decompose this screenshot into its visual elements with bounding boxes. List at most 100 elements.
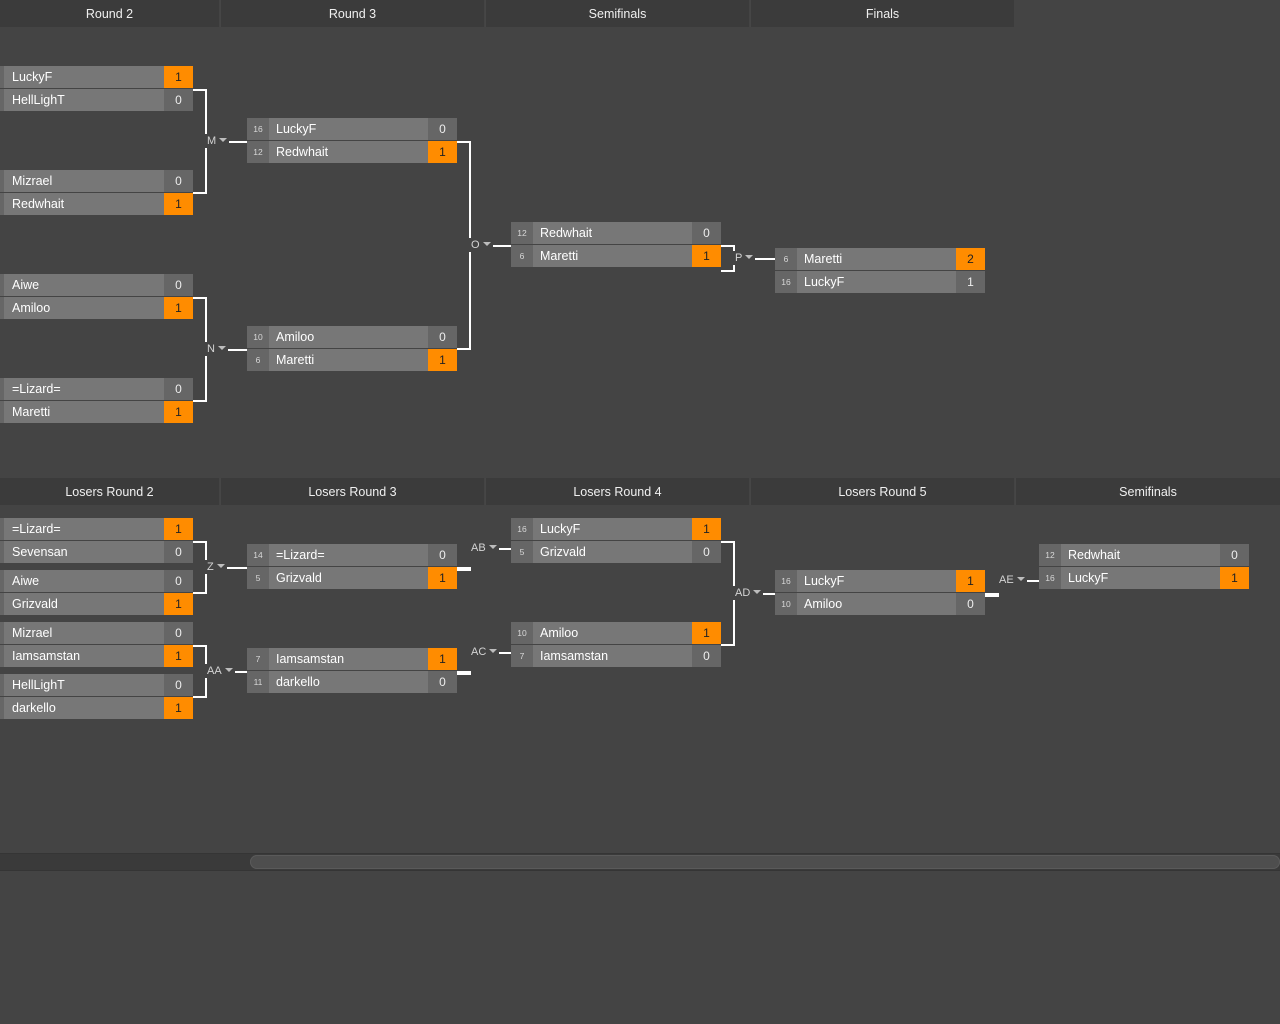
row-accent bbox=[0, 674, 4, 696]
score-box: 1 bbox=[1220, 567, 1249, 589]
participant-row[interactable]: 14=Lizard=0 bbox=[247, 544, 457, 566]
participant-name: Amiloo bbox=[276, 330, 315, 344]
score-box: 1 bbox=[956, 271, 985, 293]
match-label[interactable]: AA bbox=[205, 664, 235, 678]
match-id: AA bbox=[207, 665, 222, 677]
seed-number: 10 bbox=[247, 326, 269, 348]
score-box: 0 bbox=[164, 674, 193, 696]
participant-name: =Lizard= bbox=[12, 382, 61, 396]
score-box: 0 bbox=[956, 593, 985, 615]
score-box: 0 bbox=[428, 671, 457, 693]
chevron-down-icon[interactable] bbox=[753, 590, 762, 594]
participant-name: Grizvald bbox=[540, 545, 586, 559]
match-label[interactable]: M bbox=[205, 134, 230, 148]
seed-number: 10 bbox=[511, 622, 533, 644]
chevron-down-icon[interactable] bbox=[488, 545, 497, 549]
round-header: Losers Round 4 bbox=[485, 478, 749, 505]
match-id: AE bbox=[999, 574, 1014, 586]
match-label[interactable]: AC bbox=[469, 645, 500, 659]
participant-name: Amiloo bbox=[804, 597, 843, 611]
match-label[interactable]: N bbox=[205, 342, 228, 356]
seed-number: 7 bbox=[247, 648, 269, 670]
score-box: 1 bbox=[164, 401, 193, 423]
participant-name: darkello bbox=[276, 675, 320, 689]
row-accent bbox=[0, 193, 4, 215]
seed-number: 16 bbox=[247, 118, 269, 140]
participant-name: HellLighT bbox=[12, 678, 65, 692]
chevron-down-icon[interactable] bbox=[224, 668, 233, 672]
participant-row[interactable]: =Lizard=1 bbox=[0, 518, 193, 540]
score-box: 1 bbox=[692, 622, 721, 644]
row-accent bbox=[0, 645, 4, 667]
chevron-down-icon[interactable] bbox=[216, 564, 225, 568]
participant-name: Maretti bbox=[276, 353, 315, 367]
seed-number: 16 bbox=[775, 570, 797, 592]
scrollbar-thumb[interactable] bbox=[250, 855, 1280, 869]
row-accent bbox=[0, 401, 4, 423]
round-header: Losers Round 5 bbox=[750, 478, 1014, 505]
match-label[interactable]: O bbox=[469, 238, 493, 252]
seed-number: 10 bbox=[775, 593, 797, 615]
chevron-down-icon[interactable] bbox=[482, 242, 491, 246]
participant-row[interactable]: =Lizard=0 bbox=[0, 378, 193, 400]
participant-row[interactable]: 10 Amiloo 0 bbox=[775, 593, 985, 615]
match-label[interactable]: AD bbox=[733, 586, 764, 600]
participant-row[interactable]: HellLighT 0 bbox=[0, 89, 193, 111]
chevron-down-icon[interactable] bbox=[489, 649, 498, 653]
participant-row[interactable]: 10 Amiloo 0 bbox=[247, 326, 457, 348]
score-box: 0 bbox=[164, 570, 193, 592]
score-box: 1 bbox=[164, 593, 193, 615]
match-label[interactable]: AB bbox=[469, 541, 499, 555]
chevron-down-icon[interactable] bbox=[745, 255, 754, 259]
score-box: 0 bbox=[164, 89, 193, 111]
seed-number: 16 bbox=[511, 518, 533, 540]
match-id: N bbox=[207, 343, 215, 355]
match-label[interactable]: AE bbox=[997, 573, 1027, 587]
row-accent bbox=[0, 622, 4, 644]
row-accent bbox=[0, 274, 4, 296]
participant-row[interactable]: HellLighT 0 bbox=[0, 674, 193, 696]
score-box: 0 bbox=[164, 541, 193, 563]
seed-number: 16 bbox=[1039, 567, 1061, 589]
chevron-down-icon[interactable] bbox=[1016, 577, 1025, 581]
match-label[interactable]: P bbox=[733, 251, 756, 265]
participant-name: HellLighT bbox=[12, 93, 65, 107]
chevron-down-icon[interactable] bbox=[217, 346, 226, 350]
round-header: Round 3 bbox=[220, 0, 484, 27]
seed-number: 7 bbox=[511, 645, 533, 667]
match-label[interactable]: Z bbox=[205, 560, 227, 574]
score-box: 0 bbox=[428, 326, 457, 348]
score-box: 1 bbox=[164, 645, 193, 667]
chevron-down-icon[interactable] bbox=[219, 138, 228, 142]
score-box: 0 bbox=[428, 544, 457, 566]
